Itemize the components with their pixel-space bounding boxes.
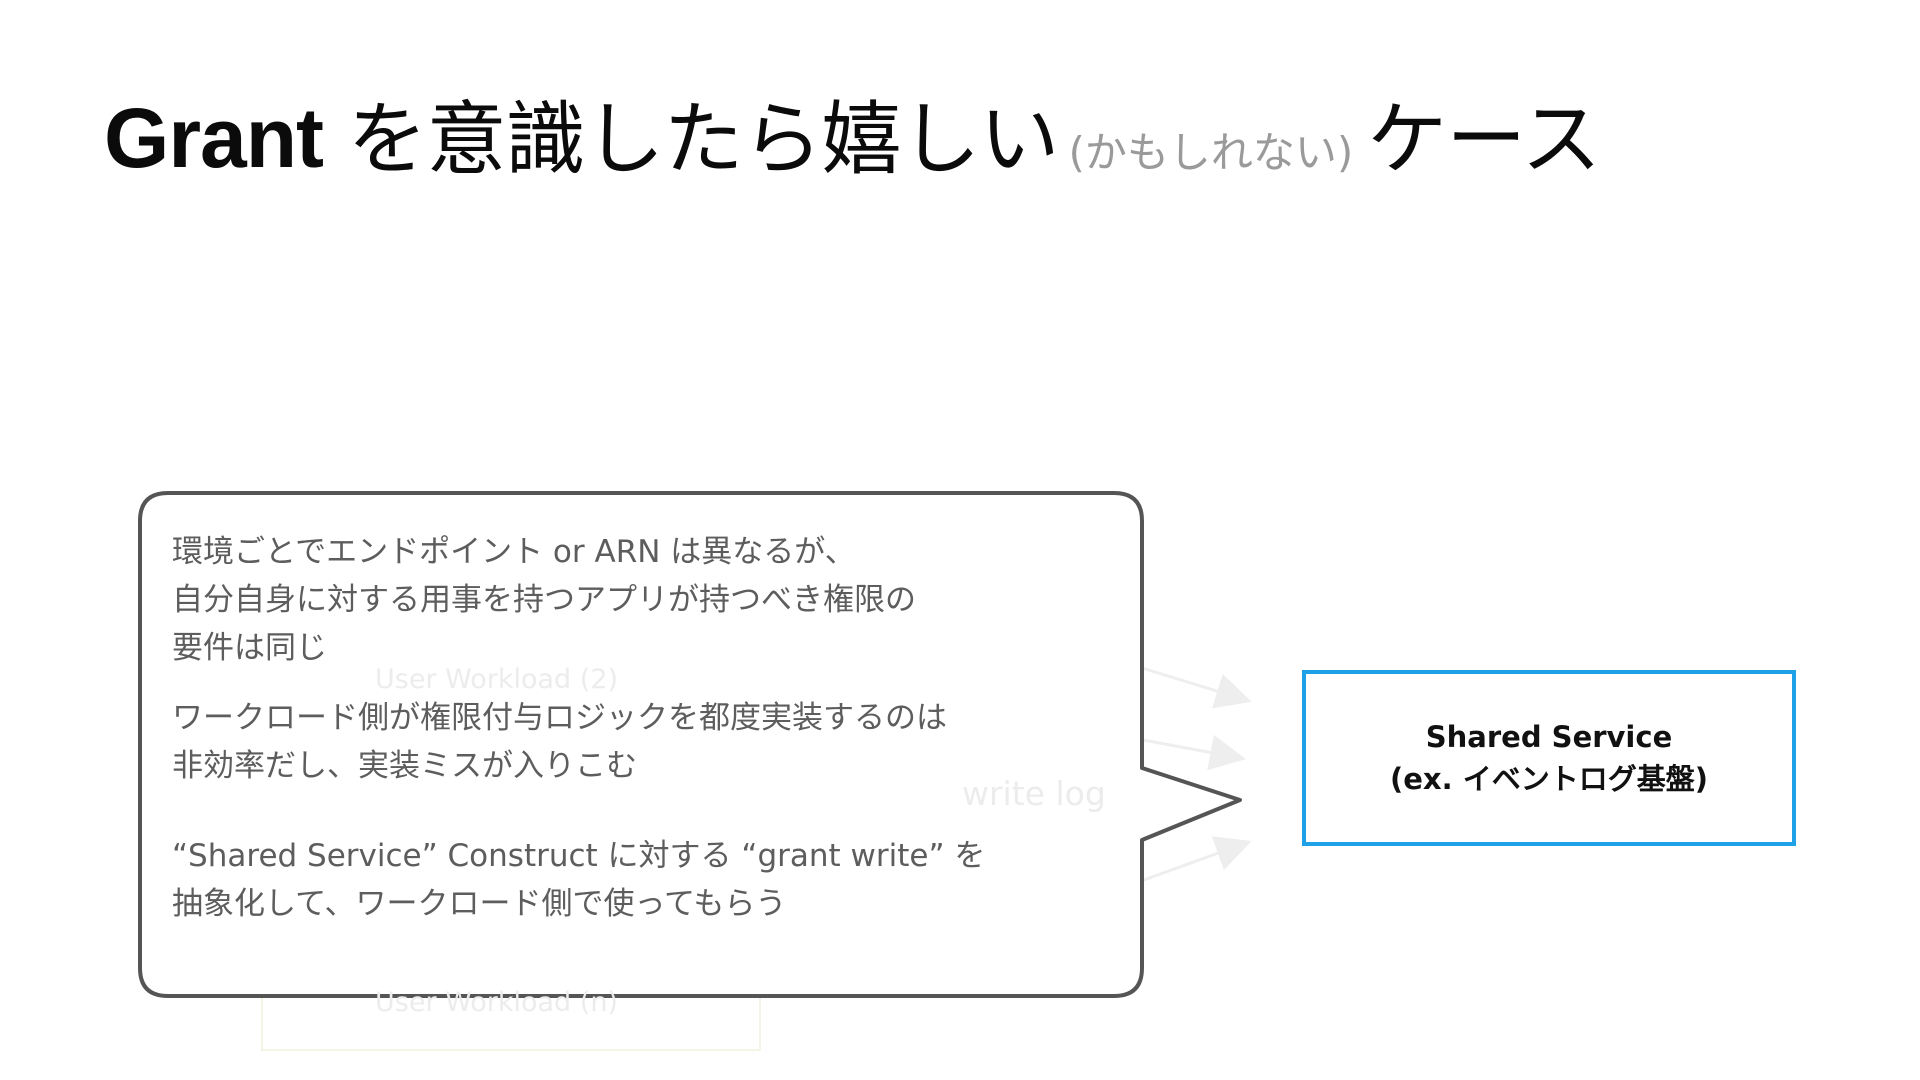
callout-paragraph-1: 環境ごとでエンドポイント or ARN は異なるが、 自分自身に対する用事を持つ… xyxy=(172,534,916,666)
callout-paragraph-2: ワークロード側が権限付与ロジックを都度実装するのは 非効率だし、実装ミスが入りこ… xyxy=(172,700,947,784)
title-aside: (かもしれない) xyxy=(1068,128,1354,177)
callout-bubble xyxy=(138,491,1242,998)
shared-service-name: Shared Service xyxy=(1425,720,1673,754)
workload-label-n: User Workload (n) xyxy=(375,987,618,1018)
title-tail: ケース xyxy=(1367,93,1601,186)
edge-label-write-log: write log xyxy=(962,774,1106,813)
workload-label-2: User Workload (2) xyxy=(375,664,619,695)
slide-title: Grant を意識したら嬉しい(かもしれない) ケース xyxy=(104,78,1601,213)
shared-service-box: Shared Service (ex. イベントログ基盤) xyxy=(1302,670,1796,846)
callout-text: 環境ごとでエンドポイント or ARN は異なるが、 自分自身に対する用事を持つ… xyxy=(172,528,1112,928)
shared-service-subtitle: (ex. イベントログ基盤) xyxy=(1390,762,1708,796)
title-main: を意識したら嬉しい xyxy=(323,93,1059,186)
title-lead: Grant xyxy=(104,91,324,185)
callout-paragraph-3: “Shared Service” Construct に対する “grant w… xyxy=(172,838,986,922)
